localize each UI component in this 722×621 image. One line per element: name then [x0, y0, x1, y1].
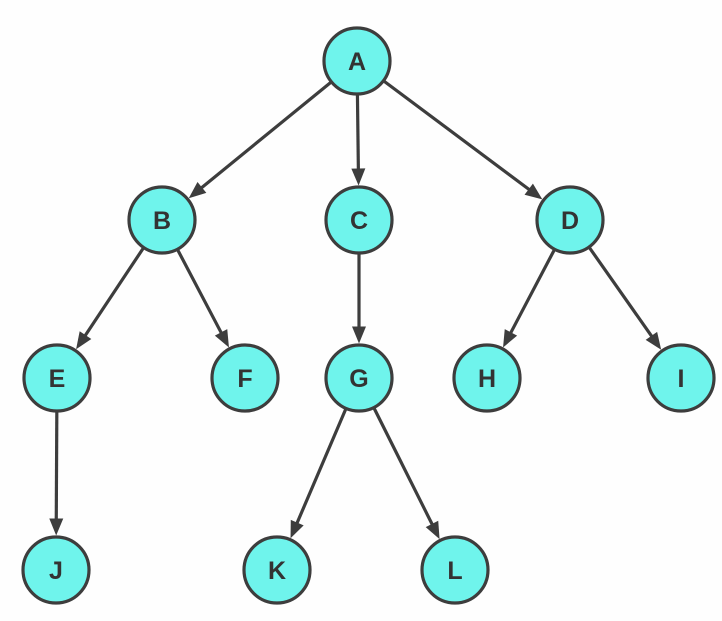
- node-label: B: [153, 207, 171, 235]
- node-label: G: [349, 365, 368, 393]
- edge-line: [175, 248, 224, 336]
- node-circle[interactable]: [646, 343, 716, 413]
- edge-a-c: [351, 93, 366, 186]
- edge-b-f: [175, 248, 229, 348]
- graph-node-l[interactable]: L: [420, 535, 490, 605]
- edge-line: [82, 246, 146, 339]
- node-label: A: [348, 48, 366, 76]
- arrow-head-icon: [290, 519, 304, 539]
- arrow-head-icon: [188, 182, 207, 199]
- node-label: E: [49, 365, 66, 393]
- edge-line: [54, 410, 59, 522]
- edge-line: [508, 248, 557, 336]
- node-label: D: [561, 207, 579, 235]
- node-label: J: [49, 557, 63, 585]
- arrow-head-icon: [425, 520, 440, 540]
- node-circle[interactable]: [127, 185, 197, 255]
- node-circle[interactable]: [324, 343, 394, 413]
- graph-node-c[interactable]: C: [324, 185, 394, 255]
- node-circle[interactable]: [452, 343, 522, 413]
- edge-d-i: [587, 246, 662, 350]
- edge-line: [382, 79, 533, 193]
- edges-layer: [49, 79, 662, 540]
- arrow-head-icon: [214, 329, 229, 348]
- arrow-head-icon: [49, 518, 64, 536]
- node-circle[interactable]: [210, 343, 280, 413]
- edge-line: [587, 246, 655, 340]
- arrow-head-icon: [524, 183, 543, 200]
- node-label: C: [350, 207, 368, 235]
- node-circle[interactable]: [242, 535, 312, 605]
- node-label: L: [447, 557, 462, 585]
- edge-line: [198, 80, 333, 191]
- node-circle[interactable]: [535, 185, 605, 255]
- edge-e-j: [49, 410, 64, 536]
- graph-node-a[interactable]: A: [322, 26, 392, 96]
- node-circle[interactable]: [420, 535, 490, 605]
- edge-a-d: [382, 79, 543, 200]
- graph-node-h[interactable]: H: [452, 343, 522, 413]
- graph-node-b[interactable]: B: [127, 185, 197, 255]
- edge-g-l: [372, 406, 440, 540]
- edge-c-g: [352, 253, 366, 344]
- edge-line: [372, 406, 435, 528]
- edge-g-k: [290, 407, 348, 539]
- arrow-head-icon: [351, 168, 366, 186]
- node-label: H: [478, 365, 496, 393]
- arrow-head-icon: [352, 326, 366, 344]
- node-circle[interactable]: [21, 535, 91, 605]
- edge-line: [355, 93, 360, 172]
- edge-line: [294, 407, 348, 527]
- arrow-head-icon: [503, 329, 518, 348]
- graph-node-i[interactable]: I: [646, 343, 716, 413]
- arrow-head-icon: [76, 331, 92, 350]
- graph-node-k[interactable]: K: [242, 535, 312, 605]
- edge-a-b: [188, 80, 333, 199]
- node-label: I: [678, 365, 685, 393]
- graph-node-e[interactable]: E: [22, 343, 92, 413]
- graph-node-d[interactable]: D: [535, 185, 605, 255]
- edge-b-e: [76, 246, 146, 350]
- node-circle[interactable]: [322, 26, 392, 96]
- node-label: F: [237, 365, 252, 393]
- node-circle[interactable]: [324, 185, 394, 255]
- edge-d-h: [503, 248, 557, 348]
- graph-node-g[interactable]: G: [324, 343, 394, 413]
- arrow-head-icon: [645, 331, 662, 350]
- graph-node-j[interactable]: J: [21, 535, 91, 605]
- graph-node-f[interactable]: F: [210, 343, 280, 413]
- nodes-layer: A B C D E F G H I J K L: [21, 26, 716, 605]
- node-label: K: [268, 557, 286, 585]
- node-circle[interactable]: [22, 343, 92, 413]
